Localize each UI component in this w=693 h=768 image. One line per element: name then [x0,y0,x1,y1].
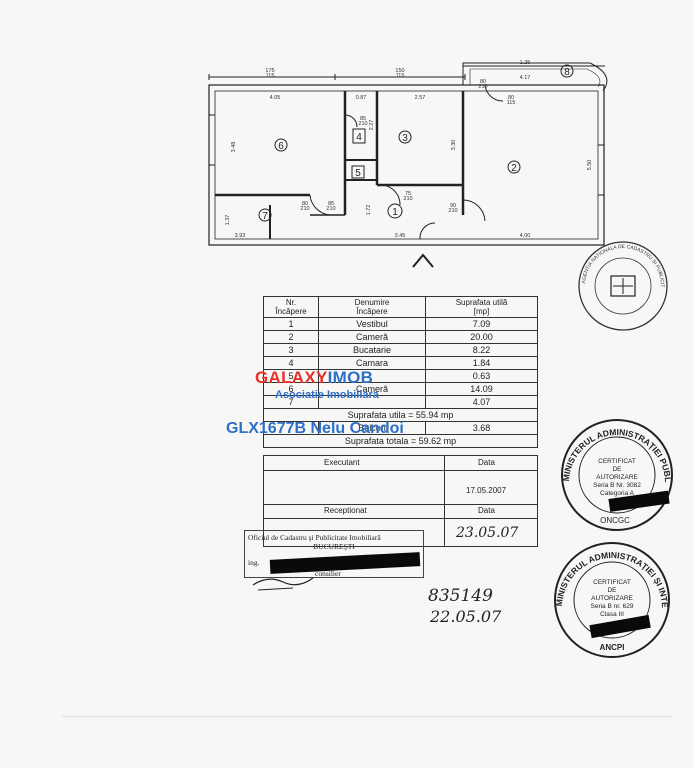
svg-text:115: 115 [396,73,405,79]
svg-text:2.57: 2.57 [415,95,426,101]
authorization-stamp-1: MINISTERUL ADMINISTRAȚIEI PUBLICE CERTIF… [557,415,673,531]
svg-text:ONCGC: ONCGC [600,516,630,525]
reception-date-handwritten: 23.05.07 [456,525,519,541]
svg-text:AUTORIZARE: AUTORIZARE [596,474,638,481]
ocpi-box: Oficiul de Cadastru şi Publicitate Imobi… [244,530,424,578]
svg-text:CERTIFICAT: CERTIFICAT [593,579,631,586]
authorization-stamp-2: MINISTERUL ADMINISTRAȚIEI ȘI INTERNELOR … [550,538,670,658]
svg-text:CERTIFICAT: CERTIFICAT [598,458,636,465]
svg-text:1.25: 1.25 [520,60,531,66]
executant-box: Executant Data 17.05.2007 Receptionat Da… [263,455,538,547]
svg-text:4.00: 4.00 [520,233,531,239]
svg-text:1.37: 1.37 [225,215,231,226]
svg-text:DE: DE [607,587,617,594]
room-number-1: 1 [392,207,398,218]
data-label-1: Data [478,458,495,467]
room-number-5: 5 [355,168,361,179]
svg-text:85: 85 [328,201,334,207]
svg-text:5.50: 5.50 [587,160,593,171]
svg-text:Seria B Nr. 3082: Seria B Nr. 3082 [593,482,641,489]
data-label-2: Data [478,506,495,515]
executant-label: Executant [324,458,360,467]
svg-text:80: 80 [480,79,486,85]
room-number-8: 8 [564,67,570,78]
svg-text:210: 210 [403,196,412,202]
svg-text:150: 150 [395,68,404,74]
svg-text:175: 175 [265,68,274,74]
room-number-2: 2 [511,163,517,174]
room-number-3: 3 [402,133,408,144]
col-header-area: Suprafata utilă[mp] [425,296,538,318]
room-number-7: 7 [262,211,268,222]
watermark-tagline: Asociatie Imobiliara [275,389,379,401]
svg-text:AUTORIZARE: AUTORIZARE [591,595,633,602]
exec-date: 17.05.2007 [466,486,507,495]
page-edge [62,716,672,717]
svg-text:1.72: 1.72 [366,205,372,216]
svg-text:115: 115 [266,73,275,79]
svg-text:DE: DE [612,466,622,473]
col-header-nr: Nr.Încăpere [263,296,319,318]
svg-text:210: 210 [448,208,457,214]
svg-text:3.30: 3.30 [451,140,457,151]
svg-text:3.45: 3.45 [395,233,406,239]
receptionat-label: Receptionat [324,506,367,515]
svg-text:3.93: 3.93 [235,233,246,239]
svg-text:Categoria A: Categoria A [600,490,635,497]
svg-text:75: 75 [405,191,411,197]
svg-text:3.48: 3.48 [231,142,237,153]
svg-text:210: 210 [358,121,367,127]
svg-text:4.05: 4.05 [270,95,281,101]
watermark-code: GLX1677B Nelu Candoi [226,420,404,437]
handwritten-number: 835149 [428,586,493,606]
svg-text:0.87: 0.87 [356,95,367,101]
svg-text:4.17: 4.17 [520,75,531,81]
watermark-logo: GALAXYIMOB [255,368,374,387]
signature [252,577,314,591]
svg-text:115: 115 [507,100,516,106]
balcon-area: 3.68 [425,421,538,435]
room-number-4: 4 [356,132,362,143]
svg-text:210: 210 [478,84,487,90]
agency-stamp-small: AGENTIA NATIONALA DE CADASTRU SI PUBLICI… [573,236,668,331]
svg-text:210: 210 [300,206,309,212]
svg-text:80: 80 [508,95,514,101]
svg-text:2.27: 2.27 [369,120,375,131]
svg-text:Seria B nr. 629: Seria B nr. 629 [591,603,634,610]
svg-text:80: 80 [302,201,308,207]
room-number-6: 6 [278,141,284,152]
grand-total: Suprafata totala = 59.62 mp [263,434,538,448]
svg-text:Clasa III: Clasa III [600,611,624,618]
svg-text:85: 85 [360,116,366,122]
svg-text:90: 90 [450,203,456,209]
svg-text:210: 210 [326,206,335,212]
handwritten-date: 22.05.07 [430,607,502,626]
svg-text:ANCPI: ANCPI [600,643,625,652]
